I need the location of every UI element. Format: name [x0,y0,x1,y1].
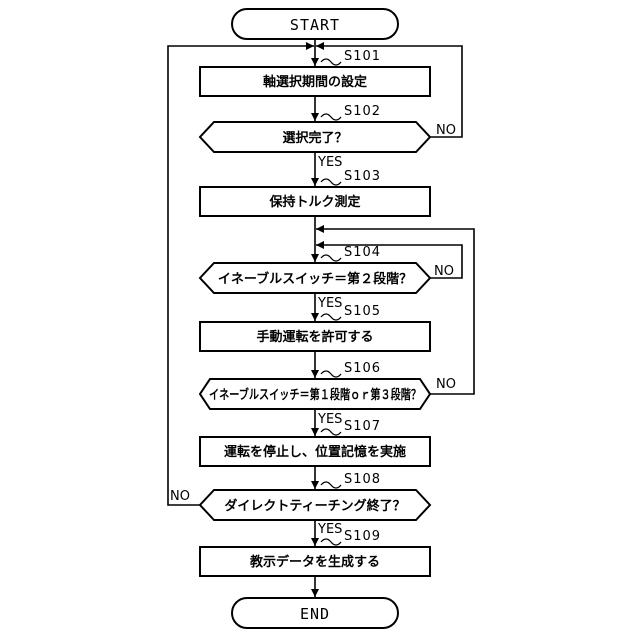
s105-leader [321,314,341,320]
s102-yes-label: YES [317,155,342,170]
arrow-loop-s108 [306,42,314,50]
s104-text: イネーブルスイッチ＝第２段階？ [218,271,412,287]
arrow-into-s105 [311,313,319,321]
arrow-loop-s106 [316,225,324,233]
arrow-into-s109 [311,538,319,546]
s103-text: 保持トルク測定 [268,194,360,210]
start-label: START [290,16,340,34]
s108-leader [321,482,341,488]
s108-text: ダイレクトティーチング終了？ [224,498,405,514]
s106-no-label: NO [436,377,456,392]
arrow-into-s102 [311,113,319,121]
arrow-into-s103 [311,178,319,186]
s104-no-label: NO [434,264,454,279]
arrow-into-s107 [311,428,319,436]
arrow-loop-s104 [316,241,324,249]
loop-s106-no [316,229,474,394]
s109-leader [321,539,341,545]
s106-id: S106 [344,361,381,376]
arrow-into-s101 [311,58,319,66]
s105-text: 手動運転を許可する [256,329,373,345]
s101-leader [321,59,341,65]
s105-id: S105 [344,304,381,319]
s104-yes-label: YES [317,296,342,311]
s109-id: S109 [344,529,381,544]
s107-id: S107 [344,419,381,434]
arrow-into-end [311,589,319,597]
s106-yes-label: YES [317,412,342,427]
arrow-into-s106 [311,370,319,378]
s102-leader [321,114,341,120]
s107-leader [321,429,341,435]
s109-text: 教示データを生成する [249,554,380,570]
s104-id: S104 [344,245,381,260]
s106-leader [321,371,341,377]
s108-no-label: NO [170,489,190,504]
s108-yes-label: YES [317,522,342,537]
s102-no-label: NO [436,123,456,138]
arrow-loop-s102 [316,42,324,50]
s101-text: 軸選択期間の設定 [263,74,367,90]
s103-id: S103 [344,169,381,184]
arrow-into-s104 [311,254,319,262]
s106-text: イネーブルスイッチ＝第１段階ｏｒ第３段階？ [209,387,421,403]
s107-text: 運転を停止し、位置記憶を実施 [224,444,406,460]
s104-leader [321,255,341,261]
s108-id: S108 [344,472,381,487]
s102-text: 選択完了？ [282,130,347,146]
s103-leader [321,179,341,185]
s101-id: S101 [344,49,381,64]
s102-id: S102 [344,104,381,119]
arrow-into-s108 [311,481,319,489]
end-label: END [300,605,330,623]
